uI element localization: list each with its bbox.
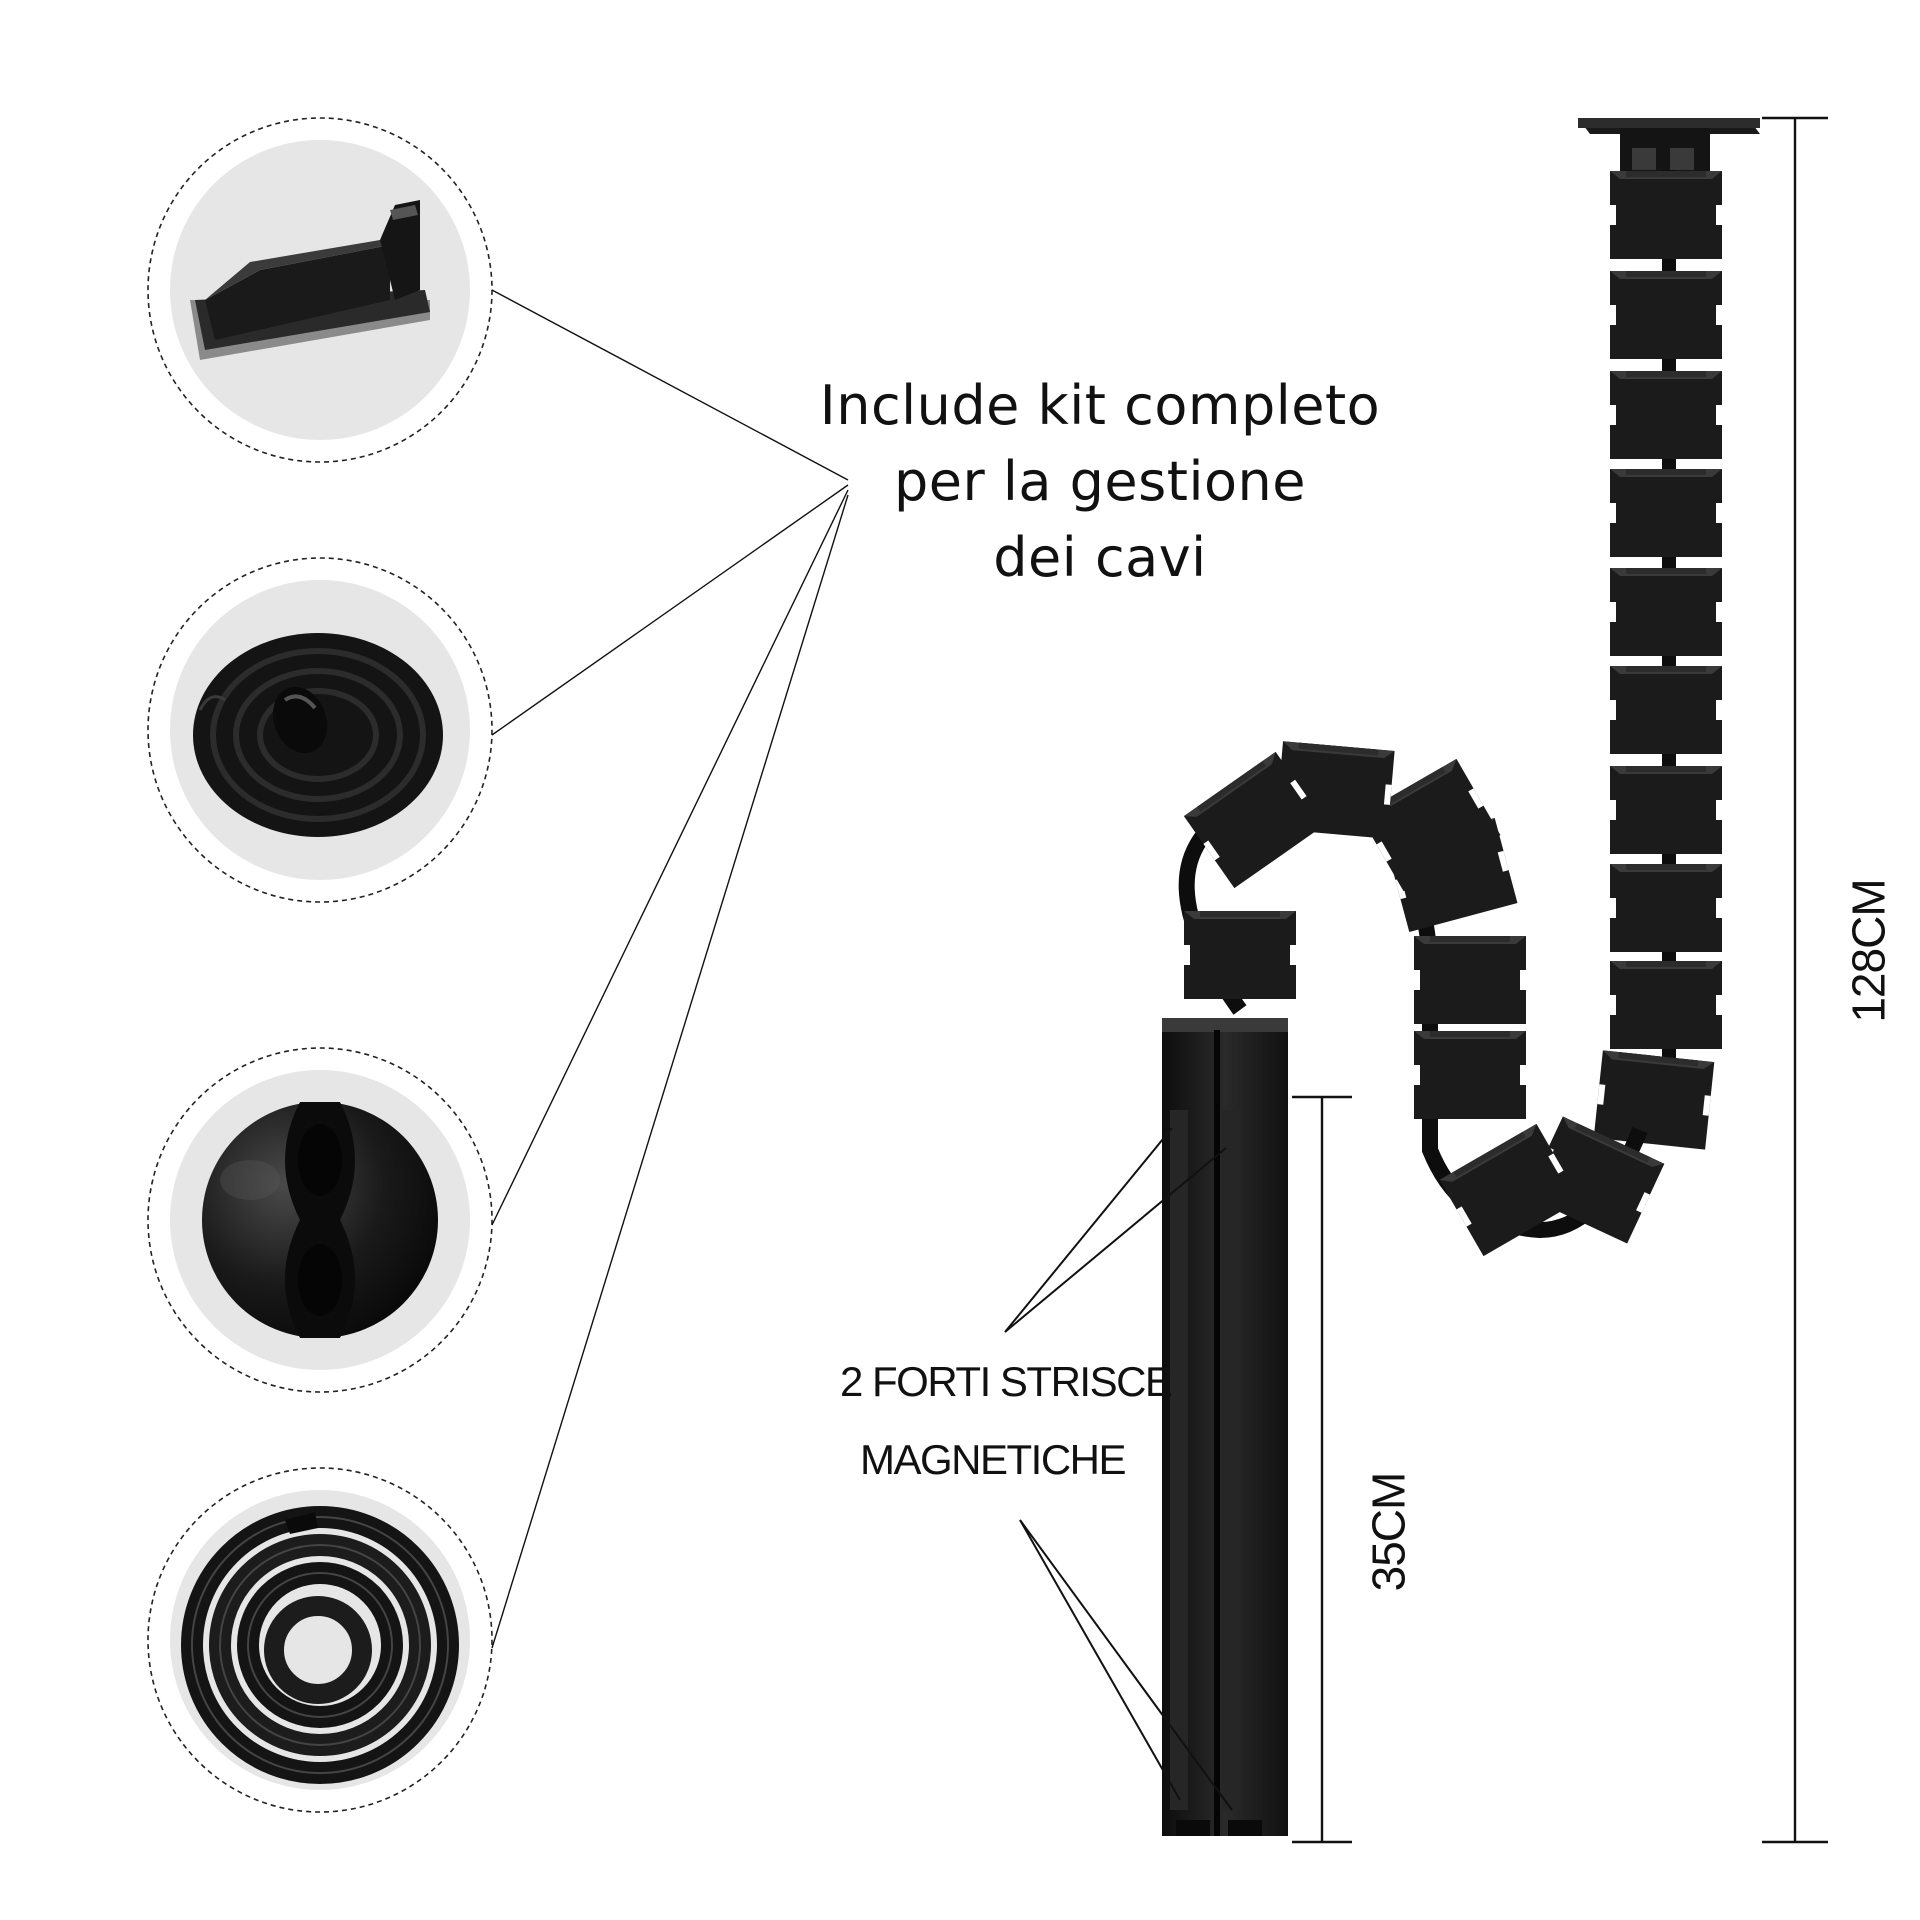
total-length-label: 128CM — [1842, 879, 1895, 1023]
accessory-circle-round-clip — [147, 1047, 493, 1393]
dimension-lines — [1292, 116, 1828, 1844]
accessory-circle-strap — [147, 557, 493, 903]
cable-spine-curve — [1178, 741, 1665, 1257]
callout-lines — [491, 289, 849, 1649]
magnetic-strips-label-line-1: 2 FORTI STRISCE — [840, 1358, 1173, 1405]
round-clip-icon — [202, 1102, 438, 1338]
cable-spine-vertical — [1593, 170, 1722, 1150]
magnetic-strips-label-line-2: MAGNETICHE — [860, 1436, 1127, 1483]
mount-bracket — [1578, 118, 1760, 176]
magnetic-sleeve — [1162, 1018, 1288, 1836]
adhesive-clip-icon — [190, 200, 430, 360]
kit-headline-line-2: per la gestione — [894, 450, 1306, 513]
kit-headline-line-1: Include kit completo — [819, 374, 1381, 437]
sleeve-length-label: 35CM — [1362, 1472, 1415, 1592]
kit-headline: Include kit completo per la gestione dei… — [780, 368, 1420, 596]
accessory-circle-sleeve-roll — [147, 1467, 493, 1813]
kit-headline-line-3: dei cavi — [993, 526, 1207, 589]
accessory-circle-clip — [147, 117, 493, 463]
magnetic-callout-arrows — [1004, 1127, 1233, 1811]
strap-roll-icon — [193, 633, 443, 837]
sleeve-roll-icon — [181, 1506, 459, 1784]
